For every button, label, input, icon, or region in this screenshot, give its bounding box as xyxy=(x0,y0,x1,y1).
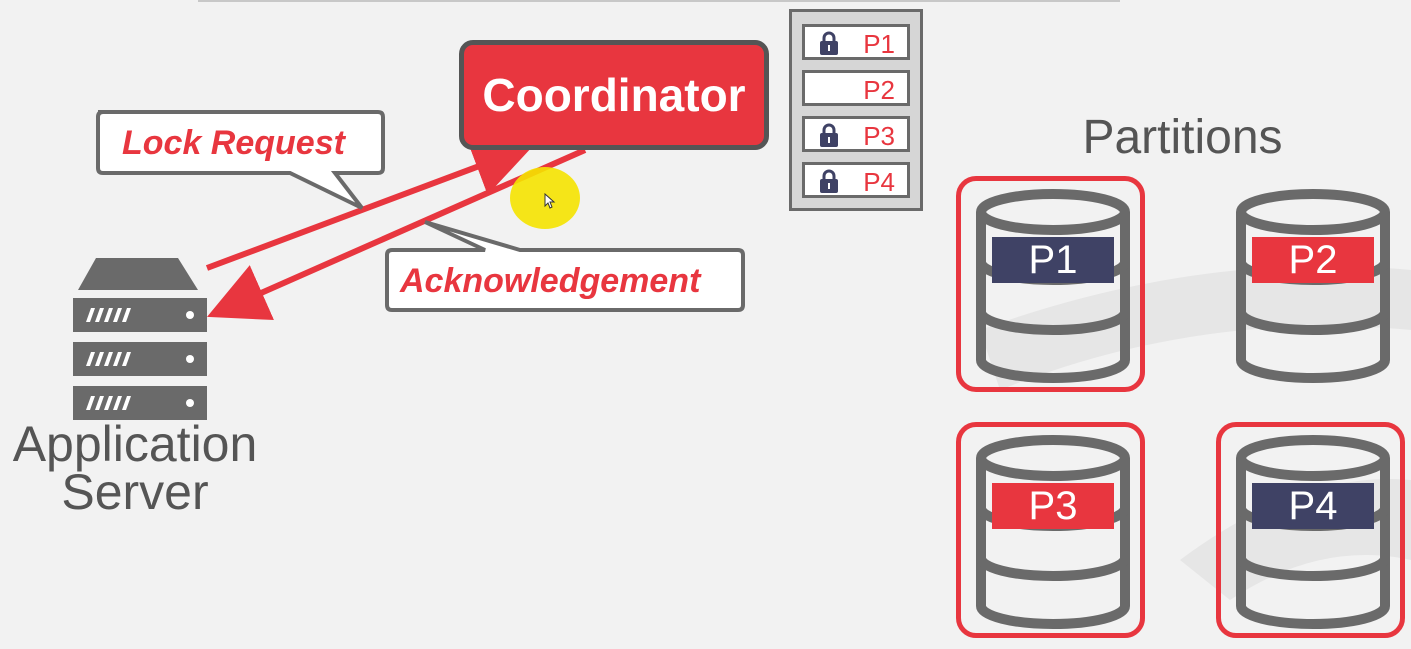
database-cylinder-icon xyxy=(976,189,1130,383)
mouse-pointer-icon xyxy=(544,193,556,209)
acknowledgement-callout xyxy=(385,220,745,312)
partition-p2-label: P2 xyxy=(1252,237,1374,283)
lock-row-p4: P4 xyxy=(802,162,910,198)
lock-request-label: Lock Request xyxy=(122,124,345,162)
server-label-line1: Application xyxy=(12,416,258,472)
lock-row-label: P1 xyxy=(863,29,895,59)
lock-row-label: P2 xyxy=(863,75,895,105)
partition-p3-lock-frame xyxy=(956,422,1145,638)
lock-row-label: P4 xyxy=(863,167,895,197)
partition-p1-label: P1 xyxy=(992,237,1114,283)
database-cylinder-icon xyxy=(1236,189,1390,383)
server-rack-icon xyxy=(73,258,207,420)
partitions-title: Partitions xyxy=(1082,111,1283,164)
coordinator-box: Coordinator xyxy=(459,40,769,150)
database-cylinder-icon xyxy=(1236,435,1390,629)
padlock-icon xyxy=(820,123,838,147)
acknowledgement-label: Acknowledgement xyxy=(400,262,701,300)
padlock-icon xyxy=(820,169,838,193)
partition-p1-lock-frame xyxy=(956,176,1145,392)
lock-table: P1 P2 P3 P4 xyxy=(789,9,923,211)
lock-row-label: P3 xyxy=(863,121,895,151)
partition-p4-lock-frame xyxy=(1216,422,1405,638)
database-cylinder-icon xyxy=(976,435,1130,629)
server-label-line2: Server xyxy=(61,464,209,520)
lock-row-p1: P1 xyxy=(802,24,910,60)
partition-p3-label: P3 xyxy=(992,483,1114,529)
lock-request-arrow xyxy=(205,138,534,271)
lock-row-p3: P3 xyxy=(802,116,910,152)
lock-request-callout xyxy=(96,110,385,210)
application-server-label: Application Server xyxy=(0,416,270,520)
padlock-icon xyxy=(820,31,838,55)
top-divider xyxy=(198,0,1120,2)
partition-p4-label: P4 xyxy=(1252,483,1374,529)
lock-row-p2: P2 xyxy=(802,70,910,106)
